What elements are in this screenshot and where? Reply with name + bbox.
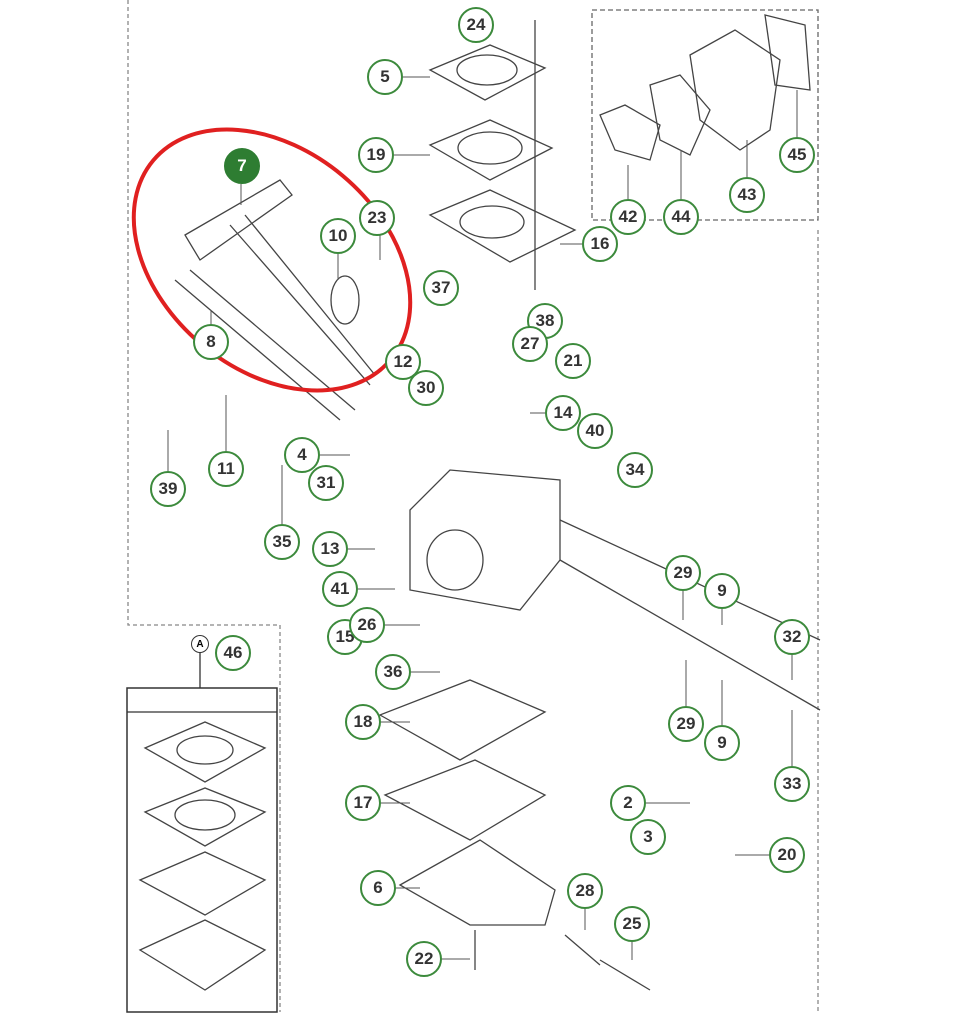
part-callout-37[interactable]: 37: [423, 270, 459, 306]
part-callout-26[interactable]: 26: [349, 607, 385, 643]
throttle-shaft-part-7: [174, 179, 376, 421]
part-callout-27[interactable]: 27: [512, 326, 548, 362]
part-callout-6[interactable]: 6: [360, 870, 396, 906]
part-callout-13[interactable]: 13: [312, 531, 348, 567]
intake-gaskets: [599, 14, 811, 161]
part-callout-33[interactable]: 33: [774, 766, 810, 802]
main-frame-border: [127, 0, 819, 1012]
diaphragm-stack: [428, 20, 577, 290]
part-callout-39[interactable]: 39: [150, 471, 186, 507]
part-callout-28[interactable]: 28: [567, 873, 603, 909]
part-callout-43[interactable]: 43: [729, 177, 765, 213]
part-callout-18[interactable]: 18: [345, 704, 381, 740]
part-callout-3[interactable]: 3: [630, 819, 666, 855]
part-callout-42[interactable]: 42: [610, 199, 646, 235]
part-callout-36[interactable]: 36: [375, 654, 411, 690]
part-callout-25[interactable]: 25: [614, 906, 650, 942]
part-callout-21[interactable]: 21: [555, 343, 591, 379]
part-callout-34[interactable]: 34: [617, 452, 653, 488]
part-callout-4[interactable]: 4: [284, 437, 320, 473]
part-callout-23[interactable]: 23: [359, 200, 395, 236]
part-callout-29[interactable]: 29: [665, 555, 701, 591]
part-callout-14[interactable]: 14: [545, 395, 581, 431]
gasket-group-frame: [591, 9, 819, 221]
part-callout-40[interactable]: 40: [577, 413, 613, 449]
part-callout-32[interactable]: 32: [774, 619, 810, 655]
part-callout-22[interactable]: 22: [406, 941, 442, 977]
part-callout-24[interactable]: 24: [458, 7, 494, 43]
part-callout-8[interactable]: 8: [193, 324, 229, 360]
part-callout-31[interactable]: 31: [308, 465, 344, 501]
part-callout-5[interactable]: 5: [367, 59, 403, 95]
part-callout-46[interactable]: 46: [215, 635, 251, 671]
inset-reference-a: A: [191, 635, 209, 653]
part-callout-9[interactable]: 9: [704, 573, 740, 609]
part-callout-7[interactable]: 7: [224, 148, 260, 184]
part-callout-9[interactable]: 9: [704, 725, 740, 761]
part-callout-44[interactable]: 44: [663, 199, 699, 235]
part-callout-11[interactable]: 11: [208, 451, 244, 487]
repair-kit-inset-frame: [126, 687, 278, 1013]
part-callout-10[interactable]: 10: [320, 218, 356, 254]
part-callout-41[interactable]: 41: [322, 571, 358, 607]
part-callout-19[interactable]: 19: [358, 137, 394, 173]
part-callout-35[interactable]: 35: [264, 524, 300, 560]
part-callout-30[interactable]: 30: [408, 370, 444, 406]
inset-gaskets: [138, 721, 267, 991]
part-callout-16[interactable]: 16: [582, 226, 618, 262]
part-callout-45[interactable]: 45: [779, 137, 815, 173]
lower-plates: [378, 679, 651, 991]
part-callout-20[interactable]: 20: [769, 837, 805, 873]
leader-lines: [167, 76, 798, 960]
carburetor-body: [409, 469, 821, 711]
highlight-ring: [131, 127, 413, 393]
part-callout-29[interactable]: 29: [668, 706, 704, 742]
part-callout-2[interactable]: 2: [610, 785, 646, 821]
part-callout-17[interactable]: 17: [345, 785, 381, 821]
